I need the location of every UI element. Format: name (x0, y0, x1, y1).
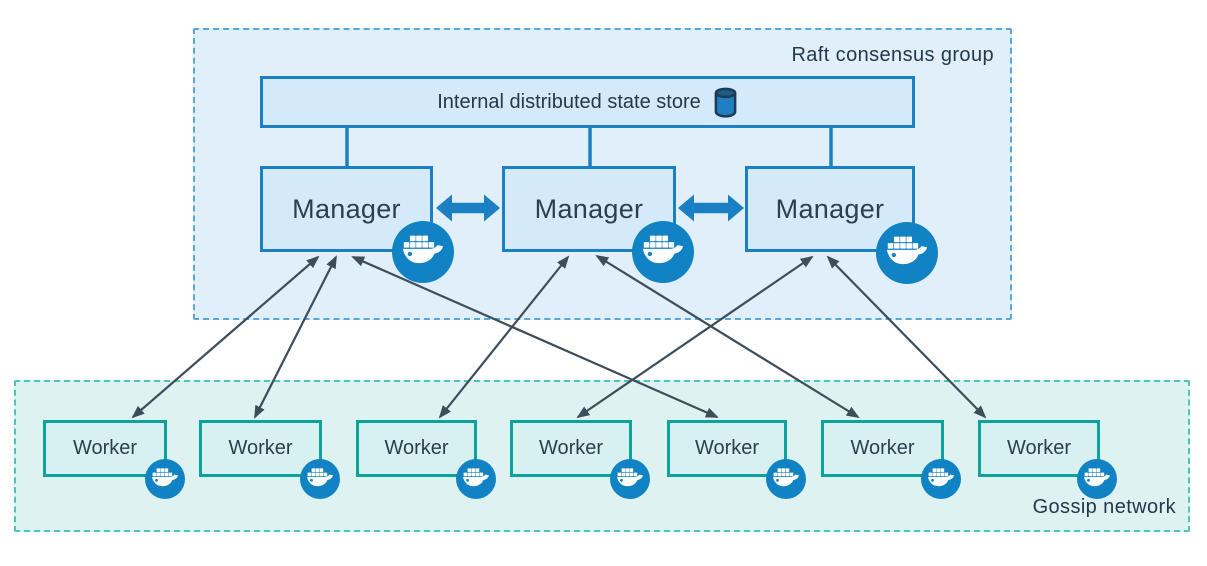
worker-label: Worker (72, 437, 138, 459)
manager-label: Manager (534, 193, 644, 224)
docker-icon (456, 459, 496, 499)
gossip-network-label: Gossip network (1032, 496, 1176, 518)
manager-label: Manager (292, 193, 401, 224)
docker-icon (300, 459, 340, 499)
state-store-box: Internal distributed state store (260, 76, 915, 128)
docker-icon (921, 459, 961, 499)
database-icon (713, 87, 738, 118)
worker-3-box: Worker (356, 420, 477, 477)
docker-icon (876, 222, 938, 284)
worker-1-box: Worker (43, 420, 167, 477)
worker-label: Worker (694, 437, 760, 459)
docker-icon (392, 221, 454, 283)
worker-6-box: Worker (821, 420, 944, 477)
manager-label: Manager (775, 193, 885, 224)
worker-label: Worker (228, 437, 293, 459)
worker-label: Worker (1006, 437, 1072, 459)
worker-label: Worker (384, 437, 449, 459)
worker-2-box: Worker (199, 420, 322, 477)
worker-7-box: Worker (978, 420, 1100, 477)
worker-5-box: Worker (667, 420, 787, 477)
docker-icon (1077, 459, 1117, 499)
docker-icon (632, 221, 694, 283)
raft-consensus-group-label: Raft consensus group (791, 44, 994, 66)
docker-icon (145, 459, 185, 499)
state-store-label: Internal distributed state store (437, 90, 701, 113)
worker-4-box: Worker (510, 420, 632, 477)
worker-label: Worker (850, 437, 915, 459)
docker-icon (610, 459, 650, 499)
worker-label: Worker (538, 437, 604, 459)
docker-icon (766, 459, 806, 499)
